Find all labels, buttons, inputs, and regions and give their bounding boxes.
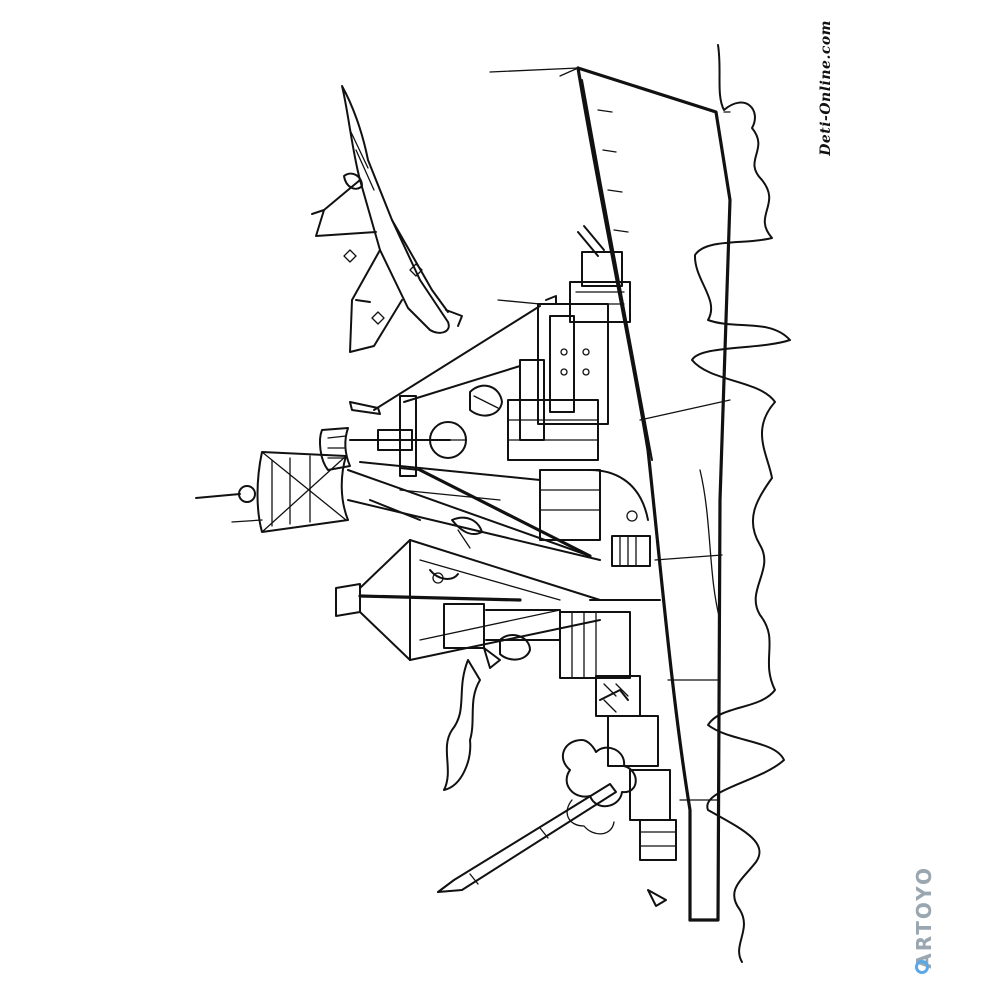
midship-structure bbox=[429, 469, 651, 584]
ship-hull bbox=[489, 66, 732, 922]
bridge-superstructure bbox=[497, 295, 609, 461]
forward-gun-turret bbox=[569, 225, 631, 323]
foremast bbox=[319, 305, 541, 481]
aft-mast bbox=[335, 539, 661, 679]
flag-pennant bbox=[443, 659, 481, 791]
brand-watermark: ARTOYO bbox=[912, 866, 936, 969]
main-mast bbox=[195, 451, 601, 561]
brand-logo-ring-icon bbox=[915, 960, 929, 974]
missile-launch bbox=[437, 739, 637, 893]
site-watermark: Deti-Online.com bbox=[818, 20, 834, 156]
fighter-jet bbox=[311, 85, 463, 353]
sea-waves bbox=[691, 44, 791, 963]
aft-gun-mounts bbox=[595, 675, 677, 907]
